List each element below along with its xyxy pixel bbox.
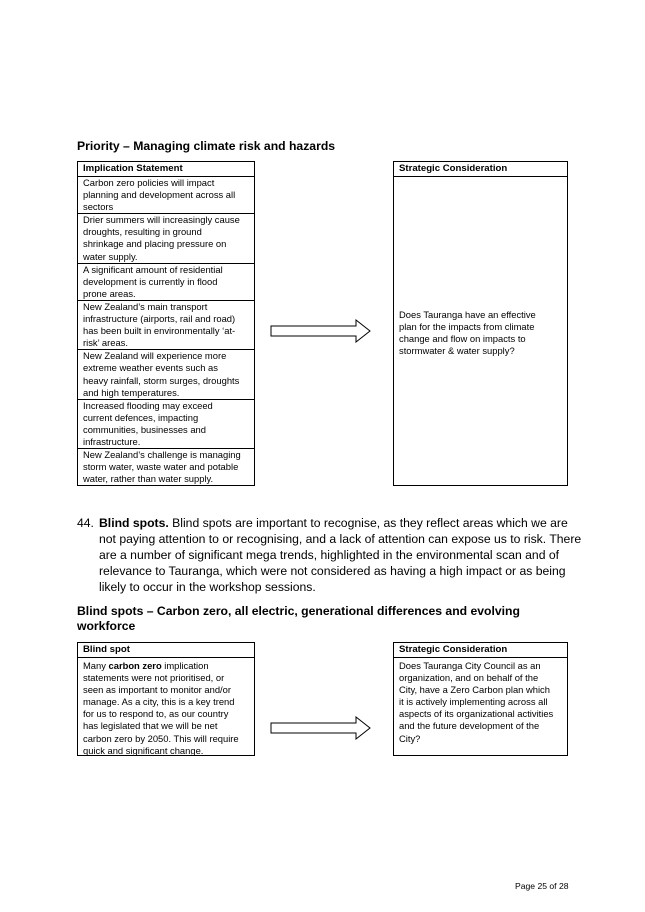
implication-line: Drier summers will increasingly cause (83, 214, 240, 226)
implication-line: development is currently in flood (83, 275, 218, 287)
implication-line: and high temperatures. (83, 386, 180, 398)
implication-line: communities, businesses and (83, 423, 206, 435)
implication-line: New Zealand will experience more (83, 350, 227, 362)
consideration-line: aspects of its organizational activities (399, 708, 554, 720)
blind-spot-line: statements were not prioritised, or (83, 672, 225, 684)
paragraph-lead: Blind spots. (99, 516, 169, 530)
zero-carbon-consideration-text: Does Tauranga City Council as an organiz… (394, 658, 567, 745)
paragraph-number: 44. (77, 516, 94, 530)
implication-line: current defences, impacting (83, 411, 199, 423)
implication-line: infrastructure. (83, 435, 141, 447)
consideration-line: Does Tauranga City Council as an (399, 660, 541, 671)
implication-table-header: Implication Statement (78, 162, 254, 177)
page-number: Page 25 of 28 (515, 881, 569, 891)
implication-line: Carbon zero policies will impact (83, 177, 215, 188)
strategic-consideration-table: Strategic Consideration Does Tauranga ha… (393, 161, 568, 486)
implication-line: New Zealand’s challenge is managing (83, 449, 241, 461)
blind-spot-line: for us to respond to, as our country (83, 708, 229, 720)
implication-line: shrinkage and placing pressure on (83, 238, 227, 250)
consideration-line: plan for the impacts from climate (399, 321, 535, 333)
implication-line: New Zealand’s main transport (83, 300, 208, 312)
paragraph-line: Blind spots are important to recognise, … (168, 516, 568, 530)
text-run: Many (83, 660, 109, 671)
blind-spot-line: seen as important to monitor and/or (83, 684, 231, 696)
paragraph-line: relevance to Tauranga, which were not co… (99, 564, 566, 578)
implication-line: heavy rainfall, storm surges, droughts (83, 374, 240, 386)
consideration-line: stormwater & water supply? (399, 345, 515, 357)
implication-line: sectors (83, 201, 114, 213)
paragraph-44: 44. Blind spots. Blind spots are importan… (77, 515, 622, 595)
consideration-line: organization, and on behalf of the (399, 672, 539, 684)
implication-line: water, rather than water supply. (83, 473, 214, 485)
blind-spot-line: has legislated that we will be net (83, 720, 218, 732)
consideration-line: City? (399, 732, 421, 744)
implication-table: Implication Statement Carbon zero polici… (77, 161, 255, 486)
right-arrow-icon (270, 716, 372, 740)
paragraph-line: are a number of significant mega trends,… (99, 548, 560, 562)
implication-line: Increased flooding may exceed (83, 399, 213, 411)
blind-spot-line: Many carbon zero implication (78, 660, 254, 672)
text-run: implication (161, 660, 209, 671)
consideration-line: City, have a Zero Carbon plan which (399, 684, 550, 696)
implication-line: planning and development across all (83, 189, 236, 201)
implication-line: water supply. (83, 250, 138, 262)
blind-spot-line: manage. As a city, this is a key trend (83, 696, 235, 708)
paragraph-line: likely to occur in the workshop sessions… (99, 580, 316, 594)
consideration-line: it is actively implementing across all (399, 696, 548, 708)
implication-line: has been built in environmentally ‘at- (83, 325, 236, 337)
heading-line: workforce (77, 619, 136, 633)
strategic-consideration-header: Strategic Consideration (394, 162, 567, 177)
paragraph-line: not paying attention to or recognising, … (99, 532, 582, 546)
blind-spot-line: carbon zero by 2050. This will require (83, 732, 239, 744)
implication-line: storm water, waste water and potable (83, 461, 239, 473)
heading-line: Blind spots – Carbon zero, all electric,… (77, 604, 520, 618)
blind-spot-table: Blind spot Many carbon zero implication … (77, 642, 255, 756)
text-run-bold: carbon zero (108, 660, 162, 671)
consideration-line: and the future development of the (399, 720, 540, 732)
implication-line: risk’ areas. (83, 337, 128, 349)
strategic-consideration-text: Does Tauranga have an effective plan for… (394, 177, 567, 357)
consideration-line: Does Tauranga have an effective (399, 309, 536, 320)
implication-line: prone areas. (83, 287, 136, 299)
implication-line: droughts, resulting in ground (83, 226, 202, 238)
right-arrow-icon (270, 319, 372, 343)
zero-carbon-consideration-header: Strategic Consideration (394, 643, 567, 658)
zero-carbon-consideration-table: Strategic Consideration Does Tauranga Ci… (393, 642, 568, 756)
implication-line: infrastructure (airports, rail and road) (83, 313, 236, 325)
section-heading-blind-spots: Blind spots – Carbon zero, all electric,… (77, 604, 520, 634)
blind-spot-line: quick and significant change. (83, 744, 204, 756)
implication-line: extreme weather events such as (83, 362, 218, 374)
blind-spot-header: Blind spot (78, 643, 254, 658)
blind-spot-text: Many carbon zero implication statements … (78, 658, 254, 757)
consideration-line: change and flow on impacts to (399, 333, 526, 345)
implication-line: A significant amount of residential (83, 263, 223, 275)
section-heading-climate-risk: Priority – Managing climate risk and haz… (77, 139, 336, 153)
